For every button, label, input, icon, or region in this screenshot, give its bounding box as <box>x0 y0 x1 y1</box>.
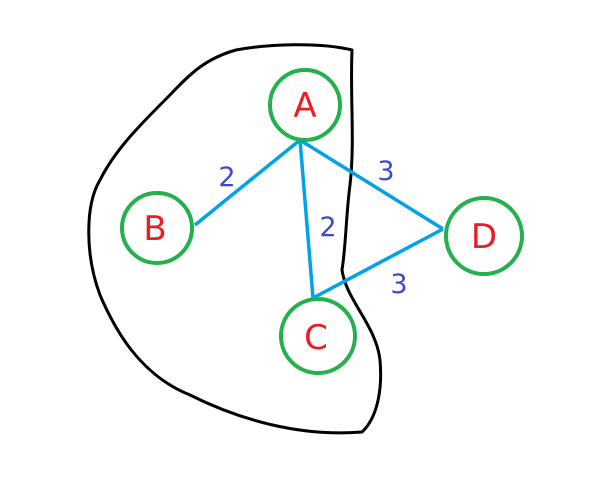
edge-a-d <box>299 138 444 231</box>
edge-weight-a-b: 2 <box>218 162 235 193</box>
edge-a-b <box>193 138 302 227</box>
edge-weight-c-d: 3 <box>390 269 407 300</box>
node-a-circle <box>268 68 342 142</box>
node-a: A <box>268 68 342 142</box>
node-a-label: A <box>293 86 316 126</box>
edge-c-d <box>312 227 444 300</box>
edge-weight-a-d: 3 <box>377 156 394 187</box>
node-b: B <box>120 191 194 265</box>
cluster-outline <box>87 43 383 435</box>
node-d-label: D <box>471 217 497 257</box>
node-c-circle <box>279 297 357 375</box>
node-d: D <box>444 196 524 276</box>
node-b-label: B <box>143 209 166 249</box>
node-c-label: C <box>304 318 328 358</box>
node-c: C <box>279 297 357 375</box>
edge-weight-a-c: 2 <box>319 212 336 243</box>
node-d-circle <box>444 196 524 276</box>
node-b-circle <box>120 191 194 265</box>
edge-a-c <box>298 139 315 299</box>
